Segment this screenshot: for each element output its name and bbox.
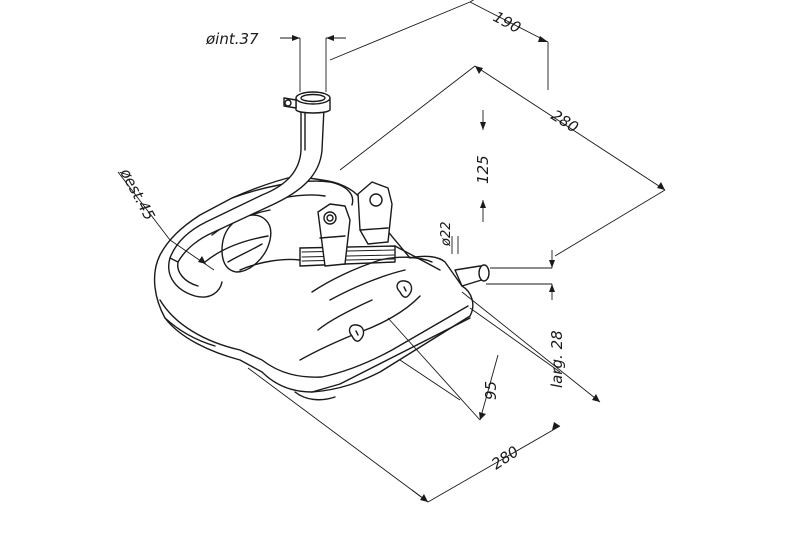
dimension-lines [117,0,666,503]
label-depth: 95 [482,381,500,400]
label-inner-diameter: øint.37 [205,30,259,48]
label-width-top: 190 [490,8,524,37]
label-height: 125 [474,155,492,184]
inlet-pipe [168,91,331,298]
outlet-pipe [454,264,490,287]
label-outer-diameter: øest.45 [116,165,159,224]
mounting-brackets [317,181,393,267]
muffler-body [153,175,474,401]
label-outlet-diameter: ø22 [439,222,454,248]
label-outlet-width: larg. 28 [548,330,566,388]
label-length-bottom: 280 [488,442,522,473]
